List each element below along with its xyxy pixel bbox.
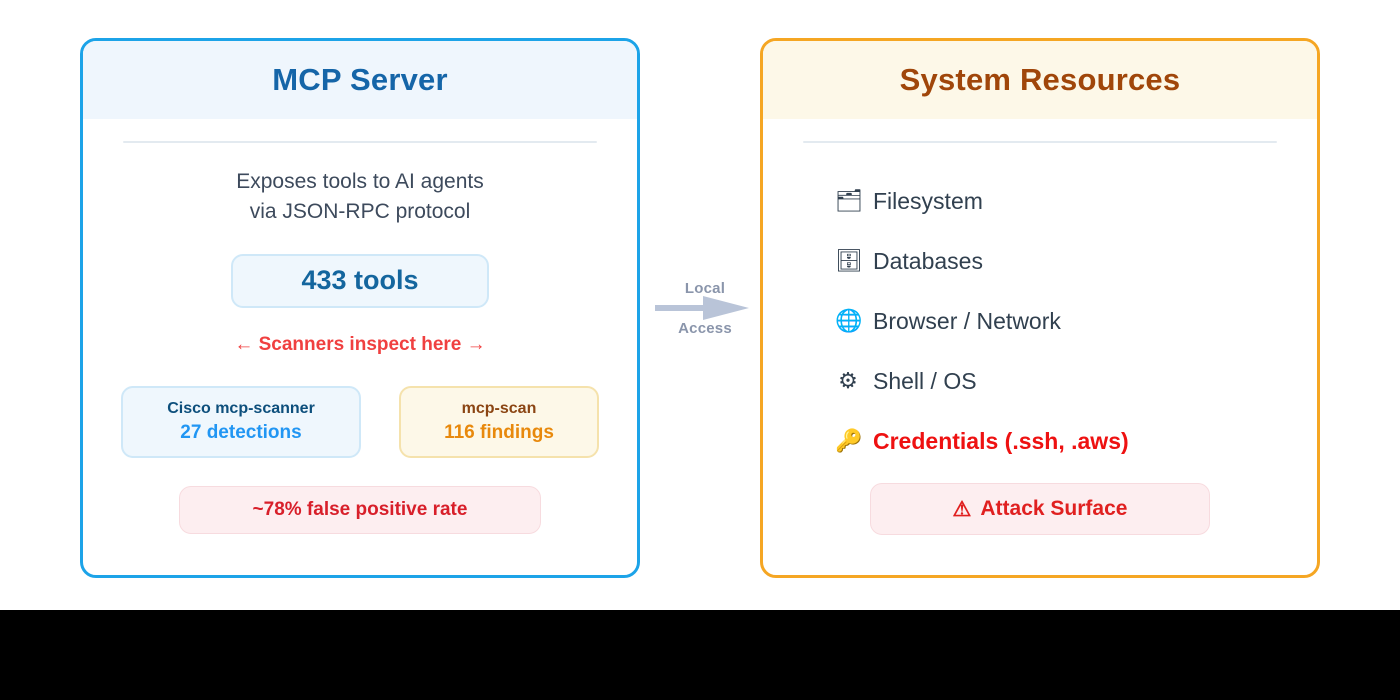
mcp-server-body: Exposes tools to AI agents via JSON-RPC …: [83, 141, 637, 534]
resource-label-databases: Databases: [873, 247, 983, 274]
resource-label-shell-os: Shell / OS: [873, 367, 977, 394]
resource-list: 🗂 Filesystem 🗄 Databases 🌐 Browser / Net…: [763, 171, 1317, 471]
local-access-connector: Local Access: [645, 268, 765, 348]
arrow-right-icon: [655, 296, 749, 320]
mcp-server-subtitle: Exposes tools to AI agents via JSON-RPC …: [83, 167, 637, 228]
scanner-count-cisco: 27 detections: [180, 421, 302, 443]
resource-item-browser-network: 🌐 Browser / Network: [835, 291, 1317, 351]
connector-label-top: Local: [684, 280, 726, 297]
gear-icon: ⚙: [838, 368, 858, 393]
file-cabinet-icon: 🗄: [835, 248, 863, 273]
right-divider: [803, 141, 1277, 143]
key-icon: 🔑: [835, 428, 863, 453]
left-divider: [123, 141, 597, 143]
globe-icon: 🌐: [835, 308, 863, 333]
diagram-canvas: MCP Server Exposes tools to AI agents vi…: [80, 38, 1320, 578]
folder-icon: 🗂: [835, 188, 863, 213]
scanner-boxes-row: Cisco mcp-scanner 27 detections mcp-scan…: [83, 385, 637, 458]
resource-item-shell-os: ⚙ Shell / OS: [835, 351, 1317, 411]
scanners-inspect-note: ← Scanners inspect here →: [234, 333, 486, 355]
resource-item-databases: 🗄 Databases: [835, 231, 1317, 291]
warning-triangle-icon: ⚠: [952, 497, 972, 521]
attack-surface-box: ⚠ Attack Surface: [870, 483, 1210, 535]
false-positive-rate-box: ~78% false positive rate: [179, 485, 541, 534]
resource-label-filesystem: Filesystem: [873, 187, 983, 214]
mcp-server-title: MCP Server: [272, 62, 448, 97]
connector-label-bottom: Access: [678, 320, 732, 337]
tools-count-chip: 433 tools: [231, 253, 489, 308]
scanner-box-mcp-scan: mcp-scan 116 findings: [399, 385, 599, 458]
system-resources-header: System Resources: [763, 41, 1317, 119]
scanner-name-cisco: Cisco mcp-scanner: [167, 400, 315, 418]
system-resources-panel: System Resources 🗂 Filesystem 🗄 Database…: [760, 38, 1320, 578]
footer-black-band: [0, 610, 1400, 700]
system-resources-title: System Resources: [899, 62, 1181, 97]
resource-label-credentials: Credentials (.ssh, .aws): [873, 427, 1129, 454]
resource-item-credentials: 🔑 Credentials (.ssh, .aws): [835, 411, 1317, 471]
subtitle-line-2: via JSON-RPC protocol: [249, 200, 471, 224]
mcp-server-header: MCP Server: [83, 41, 637, 119]
resource-label-browser-network: Browser / Network: [873, 307, 1061, 334]
resource-item-filesystem: 🗂 Filesystem: [835, 171, 1317, 231]
scanner-count-mcp-scan: 116 findings: [444, 421, 554, 443]
system-resources-body: 🗂 Filesystem 🗄 Databases 🌐 Browser / Net…: [763, 141, 1317, 535]
subtitle-line-1: Exposes tools to AI agents: [236, 170, 484, 193]
attack-surface-label: Attack Surface: [980, 497, 1128, 520]
mcp-server-panel: MCP Server Exposes tools to AI agents vi…: [80, 38, 640, 578]
scanner-name-mcp-scan: mcp-scan: [461, 400, 537, 418]
scanner-box-cisco: Cisco mcp-scanner 27 detections: [121, 385, 361, 458]
